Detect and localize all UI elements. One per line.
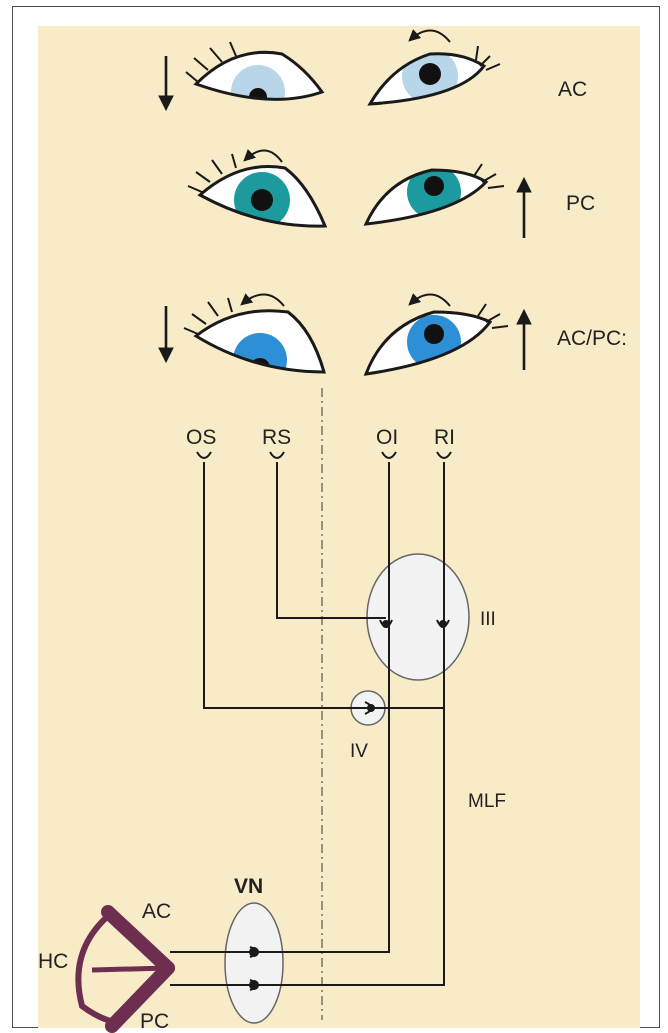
- rotation-arrow-icon: [240, 293, 285, 307]
- muscle-insertion-cups: [196, 451, 452, 459]
- muscle-label-oi: OI: [376, 426, 398, 449]
- row1-canal-label: AC: [558, 78, 587, 101]
- eye-row-ac: AC: [158, 29, 587, 112]
- nucleus-iv-label: IV: [350, 741, 368, 762]
- rotation-arrow-icon: [408, 293, 451, 307]
- neural-pathways: [170, 462, 445, 986]
- rotation-arrow-icon: [243, 149, 283, 163]
- rotation-arrow-icon: [408, 29, 451, 43]
- eye-row-pc: PC: [187, 149, 595, 238]
- muscle-label-rs: RS: [262, 426, 291, 449]
- row3-canal-label: AC/PC:: [557, 327, 627, 350]
- left-eye-icon: [187, 153, 328, 228]
- nucleus-iii-label: III: [480, 609, 496, 630]
- vestibular-nuclei-vn: [224, 902, 284, 1024]
- muscle-label-ri: RI: [434, 426, 455, 449]
- row2-canal-label: PC: [566, 192, 595, 215]
- mlf-label: MLF: [468, 791, 506, 812]
- diagram-background: [38, 26, 640, 1028]
- right-eye-icon: [363, 163, 505, 226]
- left-eye-icon: [185, 41, 325, 101]
- ac-canal-label: AC: [142, 900, 171, 923]
- synapse-icon: [249, 619, 450, 991]
- pc-canal-label: PC: [140, 1010, 169, 1033]
- hc-label: HC: [38, 950, 68, 973]
- vn-label: VN: [234, 875, 263, 898]
- semicircular-canals-icon: [75, 905, 175, 1033]
- left-eye-icon: [183, 297, 326, 374]
- right-eye-icon: [367, 45, 501, 106]
- eye-row-acpc: AC/PC:: [158, 293, 627, 376]
- muscle-label-os: OS: [186, 426, 216, 449]
